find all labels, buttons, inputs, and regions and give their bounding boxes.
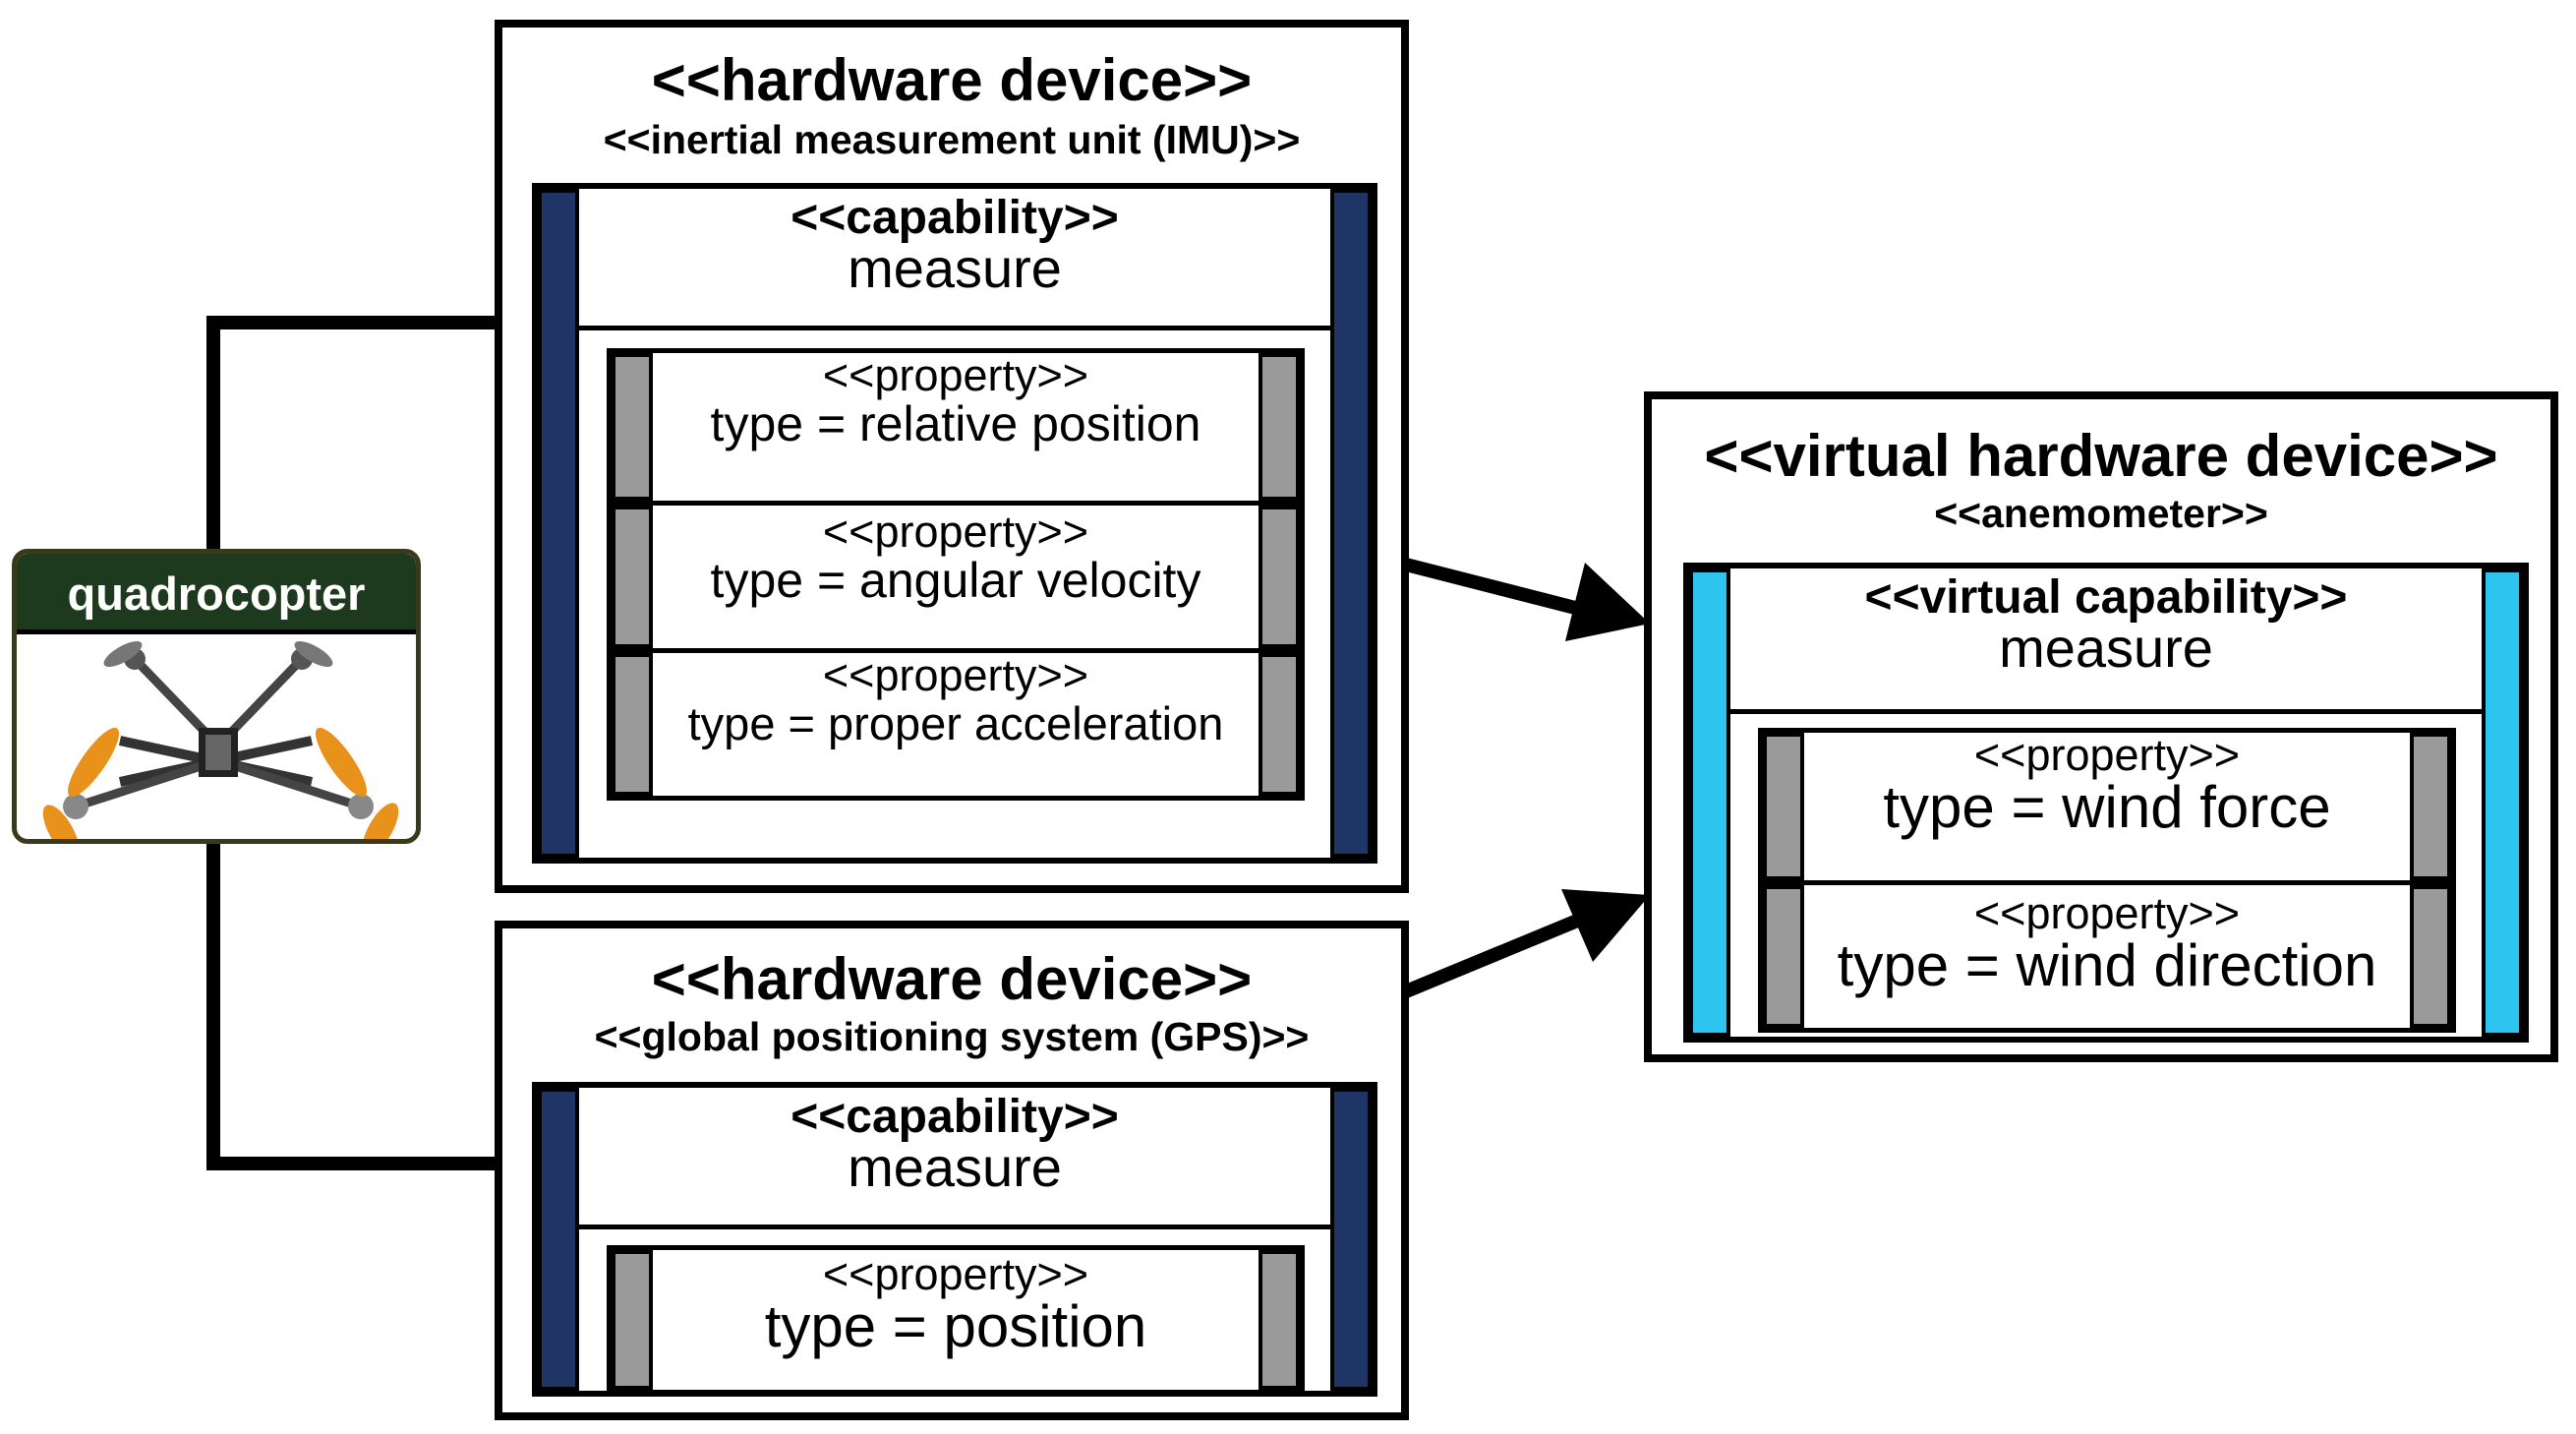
anemometer-property-wind-force: <<property>> type = wind force	[1763, 733, 2451, 880]
property-value: type = angular velocity	[710, 553, 1201, 608]
property-value: type = proper acceleration	[687, 697, 1224, 749]
property-stereotype: <<property>>	[1973, 888, 2241, 938]
imu-properties: <<property>> type = relative position <<…	[607, 348, 1305, 801]
quadrocopter-to-gps-line	[206, 836, 499, 1170]
property-value: type = wind force	[1883, 774, 2331, 840]
anemometer-capability-left-bar	[1689, 568, 1730, 1037]
anemometer-property-wind-direction: <<property>> type = wind direction	[1763, 880, 2451, 1028]
anemometer-capability-name: measure	[1999, 617, 2213, 679]
property-stereotype: <<property>>	[1973, 730, 2241, 780]
anemometer-device-type: <<anemometer>>	[1934, 491, 2268, 536]
property-stereotype: <<property>>	[822, 350, 1089, 400]
quadrocopter-card: quadrocopter	[12, 549, 421, 844]
imu-property-angular-velocity: <<property>> type = angular velocity	[612, 501, 1300, 648]
property-value: type = wind direction	[1837, 932, 2377, 998]
gps-to-anemometer-arrow-line	[1403, 910, 1590, 998]
anemometer-stereotype: <<virtual hardware device>>	[1704, 423, 2498, 489]
property-right-bar	[2410, 733, 2451, 880]
property-right-bar	[2410, 885, 2451, 1028]
property-value: type = position	[764, 1293, 1147, 1359]
property-right-bar	[1259, 653, 1300, 796]
imu-property-proper-acceleration: <<property>> type = proper acceleration	[612, 648, 1300, 796]
imu-capability-header: <<capability>> measure	[579, 189, 1330, 330]
gps-capability-header: <<capability>> measure	[579, 1088, 1330, 1229]
gps-device-type: <<global positioning system (GPS)>>	[594, 1014, 1310, 1059]
gps-capability-name: measure	[848, 1136, 1062, 1198]
anemometer-capability: <<virtual capability>> measure <<propert…	[1683, 563, 2529, 1043]
anemometer-capability-stereotype: <<virtual capability>>	[1864, 571, 2348, 624]
anemometer-capability-right-bar	[2482, 568, 2523, 1037]
property-left-bar	[1763, 733, 1804, 880]
property-right-bar	[1259, 353, 1300, 501]
property-left-bar	[612, 653, 653, 796]
gps-capability-right-bar	[1330, 1088, 1372, 1391]
gps-hardware-device: <<hardware device>> <<global positioning…	[495, 921, 1409, 1420]
imu-device-type: <<inertial measurement unit (IMU)>>	[603, 117, 1301, 162]
property-stereotype: <<property>>	[822, 1249, 1089, 1299]
imu-stereotype: <<hardware device>>	[651, 47, 1253, 113]
quadrocopter-label: quadrocopter	[17, 554, 416, 634]
gps-capability: <<capability>> measure <<property>> type…	[532, 1082, 1377, 1397]
property-left-bar	[612, 506, 653, 648]
property-left-bar	[1763, 885, 1804, 1028]
imu-capability-name: measure	[848, 237, 1062, 299]
property-stereotype: <<property>>	[822, 650, 1089, 700]
imu-hardware-device: <<hardware device>> <<inertial measureme…	[495, 20, 1409, 893]
property-stereotype: <<property>>	[822, 507, 1089, 557]
gps-to-anemometer-arrowhead	[1561, 889, 1650, 962]
imu-to-anemometer-arrowhead	[1565, 563, 1650, 641]
property-left-bar	[612, 353, 653, 501]
imu-to-anemometer-arrow-line	[1404, 558, 1585, 617]
quadrocopter-to-imu-line	[206, 316, 499, 551]
imu-property-relative-position: <<property>> type = relative position	[612, 353, 1300, 501]
imu-capability-right-bar	[1330, 189, 1372, 858]
gps-property-position: <<property>> type = position	[612, 1250, 1300, 1390]
anemometer-capability-header: <<virtual capability>> measure	[1730, 568, 2482, 714]
quadrocopter-drone-icon	[42, 641, 399, 839]
anemometer-properties: <<property>> type = wind force <<propert…	[1758, 728, 2456, 1033]
property-right-bar	[1259, 506, 1300, 648]
gps-capability-stereotype: <<capability>>	[790, 1091, 1119, 1143]
imu-capability-stereotype: <<capability>>	[790, 192, 1119, 244]
gps-stereotype: <<hardware device>>	[651, 946, 1253, 1012]
imu-capability-left-bar	[538, 189, 579, 858]
property-value: type = relative position	[710, 396, 1201, 451]
gps-properties: <<property>> type = position	[607, 1245, 1305, 1395]
property-left-bar	[612, 1250, 653, 1390]
anemometer-virtual-device: <<virtual hardware device>> <<anemometer…	[1644, 391, 2558, 1062]
property-right-bar	[1259, 1250, 1300, 1390]
gps-capability-left-bar	[538, 1088, 579, 1391]
imu-capability: <<capability>> measure <<property>> type…	[532, 183, 1377, 864]
